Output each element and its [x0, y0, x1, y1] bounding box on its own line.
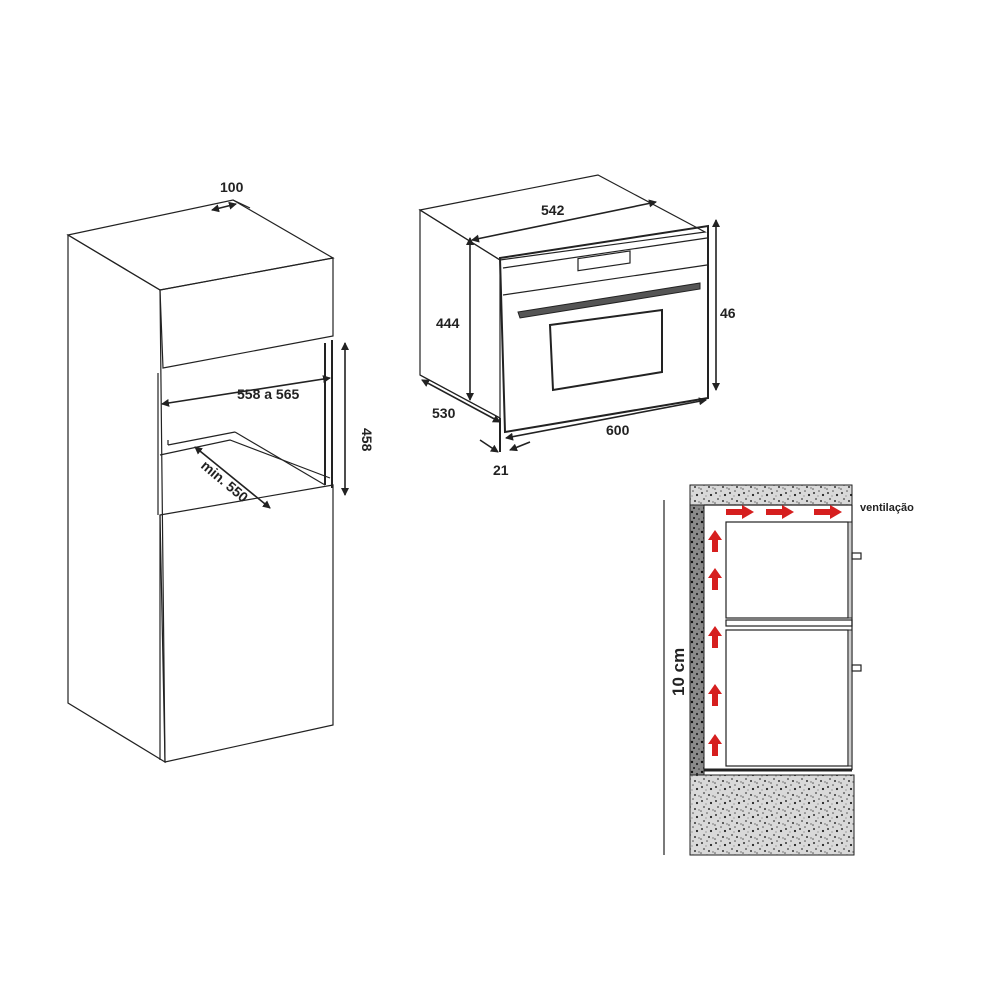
- floor-slab: [689, 774, 855, 856]
- dim-label-oven-depth: 530: [432, 405, 456, 421]
- oven-drawing: 542 444 46 530 600 21: [418, 174, 736, 478]
- dim-line-niche-depth: [194, 446, 271, 509]
- cabinet-side-panel: [67, 233, 166, 764]
- back-wall: [689, 504, 705, 776]
- oven-control-strip-top: [502, 237, 708, 269]
- niche-back-bottom: [167, 431, 236, 446]
- niche-shelf-edge: [159, 439, 331, 479]
- oven-side: [419, 208, 501, 420]
- oven-control-strip-bottom: [502, 264, 708, 296]
- ventilation-section: 10 cm ventilação: [663, 484, 914, 856]
- dim-label-100: 100: [220, 179, 244, 195]
- ventilation-label: ventilação: [860, 502, 914, 514]
- section-oven-lower-door: [847, 629, 853, 767]
- cabinet-rear-edge: [232, 199, 251, 209]
- section-divider-shelf: [725, 619, 853, 627]
- section-oven-lower: [725, 629, 849, 767]
- dim-label-vent-gap: 10 cm: [669, 648, 688, 696]
- airflow-right-arrows: [726, 505, 842, 519]
- airflow-up-arrow: [708, 734, 722, 756]
- oven-display: [577, 250, 631, 272]
- airflow-up-arrow: [708, 684, 722, 706]
- airflow-right-arrow: [814, 505, 842, 519]
- dim-label-oven-front-height: 46: [720, 305, 736, 321]
- cabinet-lower-door: [159, 484, 334, 763]
- section-oven-upper-door: [847, 521, 853, 619]
- dim-label-oven-body-height: 444: [436, 315, 460, 331]
- dim-line-oven-top-width: [471, 199, 657, 243]
- cabinet-top-front: [159, 257, 334, 369]
- dim-line-niche-width: [161, 375, 331, 407]
- airflow-up-arrow: [708, 568, 722, 590]
- countertop-slab: [689, 484, 853, 506]
- dim-label-niche-height: 458: [359, 428, 375, 452]
- dim-label-niche-width: 558 a 565: [237, 386, 299, 402]
- dim-line-oven-front-width: [505, 397, 707, 441]
- cabinet-top: [66, 199, 335, 291]
- airflow-up-arrow: [708, 626, 722, 648]
- oven-handle[interactable]: [517, 282, 701, 319]
- dim-label-oven-front-width: 600: [606, 422, 630, 438]
- dim-line-oven-thickness-b: [509, 441, 531, 452]
- oven-window: [548, 308, 663, 392]
- dim-line-oven-thickness-a: [479, 439, 499, 453]
- dim-label-niche-depth: min. 550: [198, 457, 251, 505]
- dim-label-oven-thickness: 21: [493, 462, 509, 478]
- dim-line-oven-depth: [421, 379, 501, 423]
- airflow-right-arrow: [726, 505, 754, 519]
- section-oven-upper: [725, 521, 849, 619]
- tall-cabinet: 100 558 a 565 458 min. 550: [66, 179, 375, 764]
- section-oven-upper-handle: [851, 552, 862, 560]
- airflow-right-arrow: [766, 505, 794, 519]
- oven-front-panel: [498, 224, 709, 434]
- airflow-up-arrows: [708, 530, 722, 756]
- dim-line-100: [211, 201, 237, 213]
- section-oven-lower-handle: [851, 664, 862, 672]
- dim-label-oven-top-width: 542: [541, 202, 565, 218]
- airflow-up-arrow: [708, 530, 722, 552]
